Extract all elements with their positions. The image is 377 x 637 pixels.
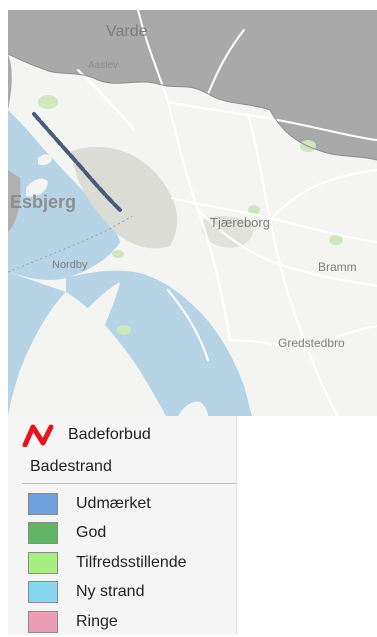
place-label-tjaereborg: Tjæreborg (210, 215, 270, 230)
map-view[interactable]: Varde Aaslev Esbjerg Nordby Tjæreborg Br… (8, 10, 377, 416)
islet (26, 178, 48, 197)
ferry-route (8, 215, 133, 273)
map-canvas[interactable] (8, 10, 377, 416)
grey-region-west (8, 170, 21, 232)
legend-item-label: Tilfredsstillende (76, 553, 187, 571)
green-area (38, 95, 58, 109)
legend-section-title: Badestrand (30, 458, 112, 475)
place-label-varde: Varde (106, 23, 148, 40)
legend-item-label: Ny strand (76, 583, 145, 601)
urban-area (202, 216, 254, 248)
grey-region (8, 10, 377, 160)
legend-item: Ny strand (28, 578, 187, 608)
bathing-ban-icon (22, 424, 54, 447)
legend-item: Ringe (28, 607, 187, 637)
green-area (329, 235, 343, 245)
legend-ban-row: Badeforbud (22, 422, 151, 448)
place-label-gredstedbro: Gredstedbro (278, 336, 345, 350)
road-network (77, 10, 377, 416)
island-fanoe (30, 282, 120, 416)
region-border (8, 53, 377, 161)
place-label-nordby: Nordby (52, 259, 88, 271)
legend-item-label: Ringe (76, 612, 118, 630)
green-area (248, 205, 260, 215)
map-legend: Badeforbud Badestrand Udmærket God Tilfr… (8, 416, 237, 635)
place-label-bramming: Bramm (318, 260, 357, 274)
legend-divider (22, 483, 236, 484)
legend-swatch (28, 522, 58, 545)
green-area (112, 250, 124, 258)
legend-ban-label: Badeforbud (68, 426, 151, 443)
legend-item: Udmærket (28, 489, 187, 519)
legend-item: Tilfredsstillende (28, 548, 187, 578)
legend-swatch (28, 551, 58, 574)
legend-swatch (28, 581, 58, 604)
legend-list: Udmærket God Tilfredsstillende Ny strand… (28, 489, 187, 637)
green-area (117, 325, 131, 335)
place-label-aaslev: Aaslev (88, 60, 119, 71)
legend-swatch (28, 610, 58, 633)
legend-item-label: Udmærket (76, 494, 151, 512)
island-south (178, 401, 208, 416)
urban-area (70, 146, 178, 249)
legend-swatch (28, 492, 58, 515)
sea-area (8, 110, 252, 416)
beach-ban-line[interactable] (32, 112, 122, 212)
grey-region (8, 54, 12, 110)
place-label-esbjerg: Esbjerg (10, 192, 77, 212)
islet (38, 154, 52, 166)
legend-item-label: God (76, 524, 107, 542)
legend-item: God (28, 519, 187, 549)
